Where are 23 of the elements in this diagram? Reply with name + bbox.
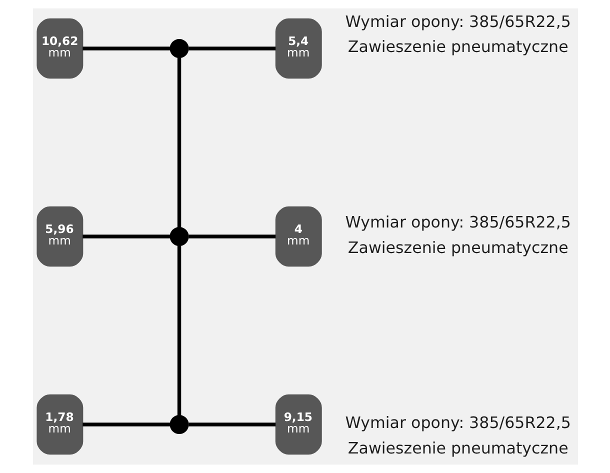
connector [82, 234, 170, 238]
connector [176, 246, 181, 416]
node-box: 1,78 mm [36, 394, 83, 455]
node-box: 5,96 mm [36, 206, 83, 267]
label: Zawieszenie pneumatyczne [347, 438, 568, 458]
connector [188, 422, 276, 426]
connector [82, 46, 170, 50]
label: Zawieszenie pneumatyczne [347, 238, 568, 257]
node-circle [169, 415, 188, 434]
connector [188, 234, 276, 238]
node-box: 9,15 mm [274, 394, 322, 455]
label: Wymiar opony: 385/65R22,5 [344, 12, 570, 31]
label: Zawieszenie pneumatyczne [347, 37, 568, 56]
label: Wymiar opony: 385/65R22,5 [344, 413, 570, 432]
connector [82, 422, 170, 426]
node-circle [169, 39, 188, 58]
node-box: 4 mm [274, 206, 322, 267]
label: Wymiar opony: 385/65R22,5 [344, 212, 570, 232]
connector [176, 58, 181, 228]
node-box: 5,4 mm [274, 18, 322, 79]
node-circle [169, 227, 188, 246]
connector [188, 46, 276, 50]
node-box: 10,62 mm [36, 18, 83, 79]
